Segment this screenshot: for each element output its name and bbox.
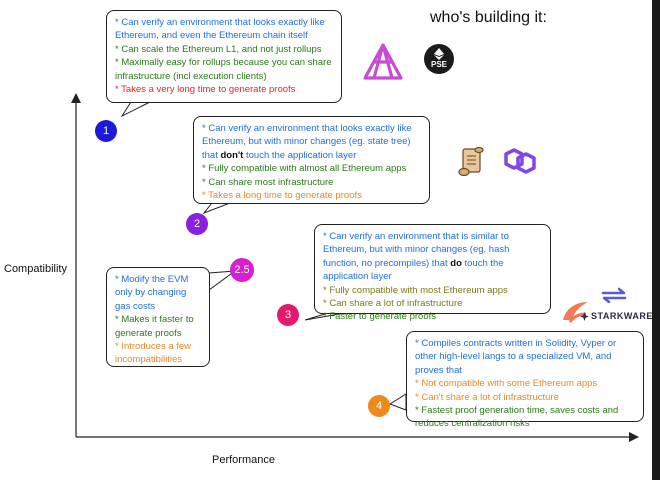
- type-2-line: * Takes a long time to generate proofs: [202, 190, 362, 202]
- type-1-bubble: * Can verify an environment that looks e…: [106, 10, 342, 103]
- type-2-5-line: * Introduces a few incompatibilities: [115, 341, 192, 366]
- type-4-line: * Compiles contracts written in Solidity…: [415, 338, 617, 376]
- type-1-line: * Maximally easy for rollups because you…: [115, 57, 332, 82]
- bubble-4-tail: [388, 393, 407, 411]
- starkware-star-icon: [580, 311, 589, 321]
- type-3-line: * Fully compatible with most Ethereum ap…: [323, 284, 508, 296]
- frame-edge: [652, 0, 660, 480]
- type-3-marker: 3: [277, 304, 299, 326]
- type-3-bubble: * Can verify an environment that is simi…: [314, 224, 551, 322]
- taiko-logo-icon: [363, 43, 403, 80]
- builders-heading: who's building it:: [430, 9, 547, 26]
- ethereum-diamond-icon: [434, 48, 444, 60]
- y-axis-label: Compatibility: [4, 263, 67, 275]
- type-4-line: * Fastest proof generation time, saves c…: [415, 405, 619, 430]
- emphasis-do: do: [450, 257, 462, 269]
- x-axis-arrowhead: [629, 432, 639, 442]
- type-2-bubble: * Can verify an environment that looks e…: [193, 116, 430, 204]
- type-2-5-bubble: * Modify the EVM only by changing gas co…: [106, 267, 210, 367]
- scroll-logo-icon: [458, 147, 484, 177]
- starknet-arrows-icon: [601, 287, 627, 303]
- starkware-logo-text: STARKWARE: [591, 311, 653, 321]
- type-4-line: * Can't share a lot of infrastructure: [415, 391, 559, 403]
- type-1-line: * Can scale the Ethereum L1, and not jus…: [115, 43, 322, 55]
- type-3-line: * Faster to generate proofs: [323, 311, 437, 323]
- type-4-line: * Not compatible with some Ethereum apps: [415, 378, 598, 390]
- pse-logo: PSE: [424, 44, 454, 74]
- type-1-marker: 1: [95, 120, 117, 142]
- type-2-line: * Fully compatible with almost all Ether…: [202, 163, 407, 175]
- type-1-line: * Takes a very long time to generate pro…: [115, 84, 296, 96]
- type-2-5-line: * Modify the EVM only by changing gas co…: [115, 274, 189, 312]
- polygon-logo-icon: [504, 148, 536, 174]
- y-axis-arrowhead: [71, 93, 81, 103]
- bubble-1-tail: [120, 101, 151, 118]
- type-4-marker: 4: [368, 395, 390, 417]
- emphasis-dont: don't: [220, 149, 244, 161]
- type-3-line: * Can verify an environment that is simi…: [323, 231, 510, 283]
- type-2-marker: 2: [186, 213, 208, 235]
- bubble-2-tail: [202, 202, 231, 215]
- type-3-line: * Can share a lot of infrastructure: [323, 298, 463, 310]
- pse-logo-text: PSE: [430, 60, 447, 69]
- type-4-bubble: * Compiles contracts written in Solidity…: [406, 331, 644, 429]
- type-2-line: * Can verify an environment that looks e…: [202, 123, 412, 161]
- starkware-logo: STARKWARE: [580, 311, 653, 321]
- type-2-line: * Can share most infrastructure: [202, 176, 334, 188]
- type-2-5-marker: 2.5: [230, 258, 254, 282]
- type-1-line: * Can verify an environment that looks e…: [115, 17, 325, 42]
- x-axis-label: Performance: [212, 454, 275, 466]
- type-2-5-line: * Makes it faster to generate proofs: [115, 314, 194, 339]
